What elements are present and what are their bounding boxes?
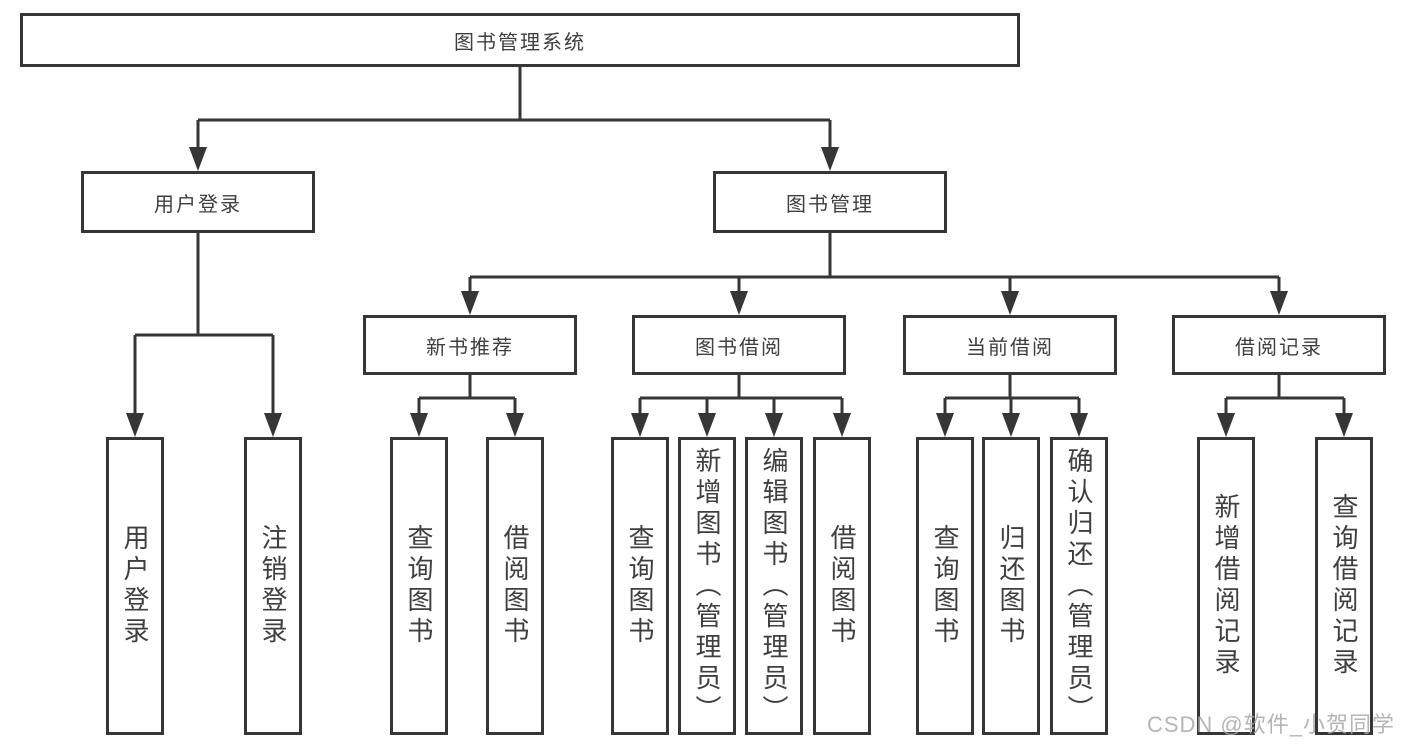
connector-book-management-children [468, 233, 1281, 293]
leaf-return-book-label: 归还图书 [996, 524, 1026, 648]
connector-current-borrow-children [943, 375, 1081, 415]
node-user-login: 用户登录 [81, 171, 315, 233]
arrowhead-icon [410, 413, 428, 437]
leaf-edit-book-admin: 编辑图书（管理员） [745, 437, 803, 735]
leaf-borrow-books-label: 借阅图书 [827, 524, 857, 648]
arrowhead-icon [821, 147, 839, 171]
leaf-add-book-admin: 新增图书（管理员） [678, 437, 736, 735]
connector-borrow-records-children [1224, 375, 1346, 415]
leaf-edit-book-admin-label: 编辑图书（管理员） [759, 446, 789, 726]
leaf-confirm-return-admin-label: 确认归还（管理员） [1064, 446, 1094, 726]
arrowhead-icon [189, 147, 207, 171]
connector-user-login-children [133, 233, 275, 415]
arrowhead-icon [1217, 413, 1235, 437]
node-book-borrow-label: 图书借阅 [695, 336, 783, 359]
arrowhead-icon [1070, 413, 1088, 437]
leaf-borrow-books-recommend: 借阅图书 [486, 437, 544, 735]
leaf-confirm-return-admin: 确认归还（管理员） [1050, 437, 1108, 735]
node-user-login-label: 用户登录 [154, 193, 242, 216]
arrowhead-icon [1002, 413, 1020, 437]
node-borrow-records: 借阅记录 [1172, 315, 1386, 375]
leaf-borrow-books: 借阅图书 [813, 437, 871, 735]
leaf-query-borrow-record: 查询借阅记录 [1315, 437, 1373, 735]
arrowhead-icon [264, 413, 282, 437]
leaf-query-books-recommend-label: 查询图书 [404, 524, 434, 648]
connector-new-book-recommend-children [417, 375, 517, 415]
arrowhead-icon [698, 413, 716, 437]
leaf-user-login-label: 用户登录 [120, 524, 150, 648]
node-book-management: 图书管理 [713, 171, 947, 233]
leaf-return-book: 归还图书 [982, 437, 1040, 735]
leaf-logout: 注销登录 [244, 437, 302, 735]
leaf-add-borrow-record-label: 新增借阅记录 [1211, 493, 1241, 679]
leaf-add-borrow-record: 新增借阅记录 [1197, 437, 1255, 735]
node-current-borrow: 当前借阅 [903, 315, 1117, 375]
arrowhead-icon [1001, 291, 1019, 315]
leaf-query-books-current: 查询图书 [916, 437, 974, 735]
node-new-book-recommend-label: 新书推荐 [426, 336, 514, 359]
node-borrow-records-label: 借阅记录 [1235, 336, 1323, 359]
arrowhead-icon [833, 413, 851, 437]
leaf-query-books-borrow: 查询图书 [611, 437, 669, 735]
node-root-label: 图书管理系统 [454, 31, 586, 54]
arrowhead-icon [631, 413, 649, 437]
node-new-book-recommend: 新书推荐 [363, 315, 577, 375]
leaf-query-borrow-record-label: 查询借阅记录 [1329, 493, 1359, 679]
arrowhead-icon [506, 413, 524, 437]
leaf-query-books-current-label: 查询图书 [930, 524, 960, 648]
leaf-add-book-admin-label: 新增图书（管理员） [692, 446, 722, 726]
leaf-borrow-books-recommend-label: 借阅图书 [500, 524, 530, 648]
node-book-management-label: 图书管理 [786, 193, 874, 216]
arrowhead-icon [936, 413, 954, 437]
arrowhead-icon [461, 291, 479, 315]
connector-book-borrow-children [638, 375, 844, 415]
connector-root-to-level2 [196, 67, 832, 150]
node-book-borrow: 图书借阅 [632, 315, 846, 375]
arrowhead-icon [126, 413, 144, 437]
leaf-query-books-recommend: 查询图书 [390, 437, 448, 735]
node-current-borrow-label: 当前借阅 [966, 336, 1054, 359]
arrowhead-icon [1270, 291, 1288, 315]
leaf-query-books-borrow-label: 查询图书 [625, 524, 655, 648]
arrowhead-icon [1335, 413, 1353, 437]
node-root: 图书管理系统 [20, 13, 1020, 67]
arrowhead-icon [765, 413, 783, 437]
leaf-logout-label: 注销登录 [258, 524, 288, 648]
arrowhead-icon [730, 291, 748, 315]
leaf-user-login: 用户登录 [106, 437, 164, 735]
